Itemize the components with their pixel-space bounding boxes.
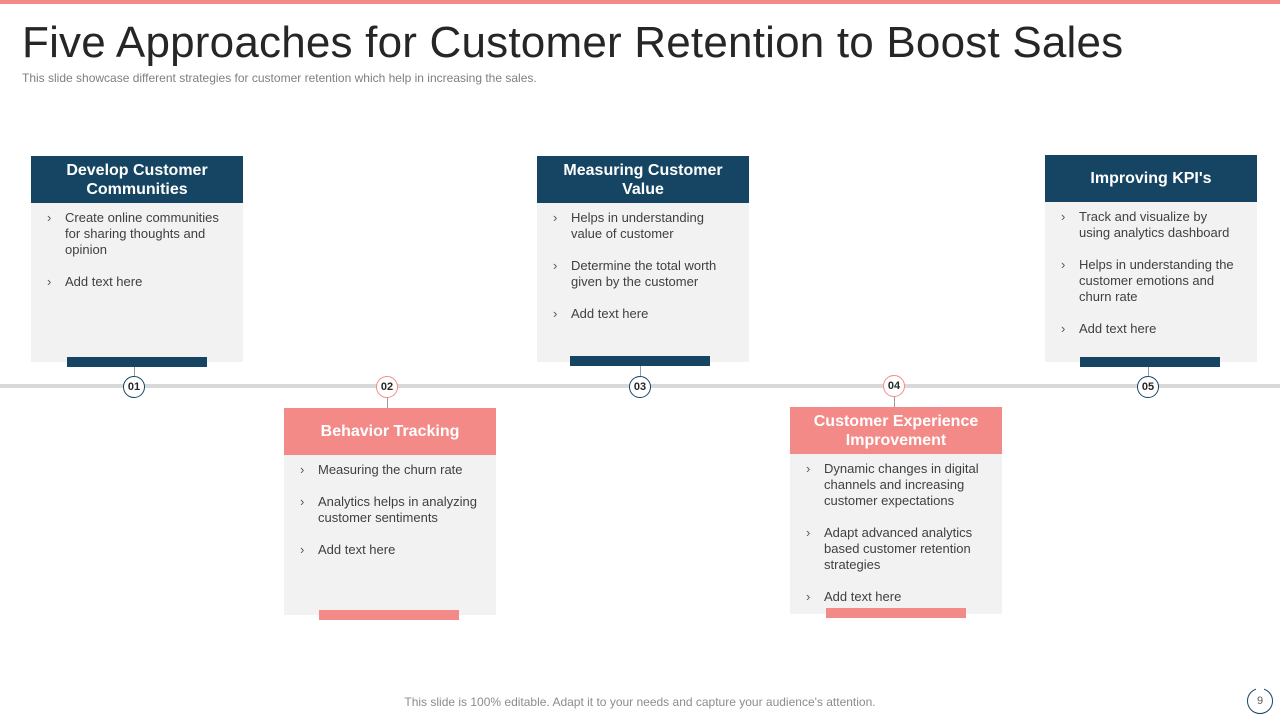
- step-card-03: Measuring Customer Value Helps in unders…: [537, 156, 749, 362]
- step-heading: Measuring Customer Value: [537, 156, 749, 203]
- step-bullet: Analytics helps in analyzing customer se…: [300, 494, 480, 526]
- step-node-01: 01: [123, 376, 145, 398]
- step-node-05: 05: [1137, 376, 1159, 398]
- step-connector-02: [387, 397, 388, 408]
- step-node-03: 03: [629, 376, 651, 398]
- step-bullet: Track and visualize by using analytics d…: [1061, 209, 1241, 241]
- step-underbar-04: [826, 608, 966, 618]
- step-node-02: 02: [376, 376, 398, 398]
- step-bullet: Helps in understanding the customer emot…: [1061, 257, 1241, 305]
- step-bullet: Add text here: [1061, 321, 1241, 337]
- step-bullet: Determine the total worth given by the c…: [553, 258, 733, 290]
- step-heading: Customer Experience Improvement: [790, 407, 1002, 454]
- step-connector-03: [640, 366, 641, 377]
- step-bullet: Adapt advanced analytics based customer …: [806, 525, 986, 573]
- step-connector-01: [134, 367, 135, 377]
- step-underbar-05: [1080, 357, 1220, 367]
- step-underbar-01: [67, 357, 207, 367]
- step-body: Dynamic changes in digital channels and …: [790, 454, 1002, 614]
- page-number-label: 9: [1256, 695, 1264, 707]
- step-card-04: Customer Experience Improvement Dynamic …: [790, 407, 1002, 614]
- step-bullet: Dynamic changes in digital channels and …: [806, 461, 986, 509]
- page-number: 9: [1247, 686, 1273, 714]
- step-card-02: Behavior Tracking Measuring the churn ra…: [284, 408, 496, 615]
- step-bullet: Measuring the churn rate: [300, 462, 480, 478]
- step-body: Create online communities for sharing th…: [31, 203, 243, 362]
- step-connector-04: [894, 396, 895, 407]
- top-accent-bar: [0, 0, 1280, 4]
- step-heading: Improving KPI's: [1045, 155, 1257, 202]
- step-bullet: Helps in understanding value of customer: [553, 210, 733, 242]
- step-heading: Develop Customer Communities: [31, 156, 243, 203]
- page-subtitle: This slide showcase different strategies…: [22, 71, 537, 85]
- step-bullet: Create online communities for sharing th…: [47, 210, 227, 258]
- step-underbar-03: [570, 356, 710, 366]
- step-card-05: Improving KPI's Track and visualize by u…: [1045, 155, 1257, 362]
- step-card-01: Develop Customer Communities Create onli…: [31, 156, 243, 362]
- step-bullet: Add text here: [553, 306, 733, 322]
- step-connector-05: [1148, 367, 1149, 377]
- step-underbar-02: [319, 610, 459, 620]
- step-bullet: Add text here: [300, 542, 480, 558]
- step-heading: Behavior Tracking: [284, 408, 496, 455]
- step-node-04: 04: [883, 375, 905, 397]
- step-bullet: Add text here: [806, 589, 986, 605]
- step-body: Track and visualize by using analytics d…: [1045, 202, 1257, 362]
- page-title: Five Approaches for Customer Retention t…: [22, 18, 1124, 67]
- footer-note: This slide is 100% editable. Adapt it to…: [404, 695, 876, 709]
- step-body: Helps in understanding value of customer…: [537, 203, 749, 362]
- step-body: Measuring the churn rate Analytics helps…: [284, 455, 496, 615]
- step-bullet: Add text here: [47, 274, 227, 290]
